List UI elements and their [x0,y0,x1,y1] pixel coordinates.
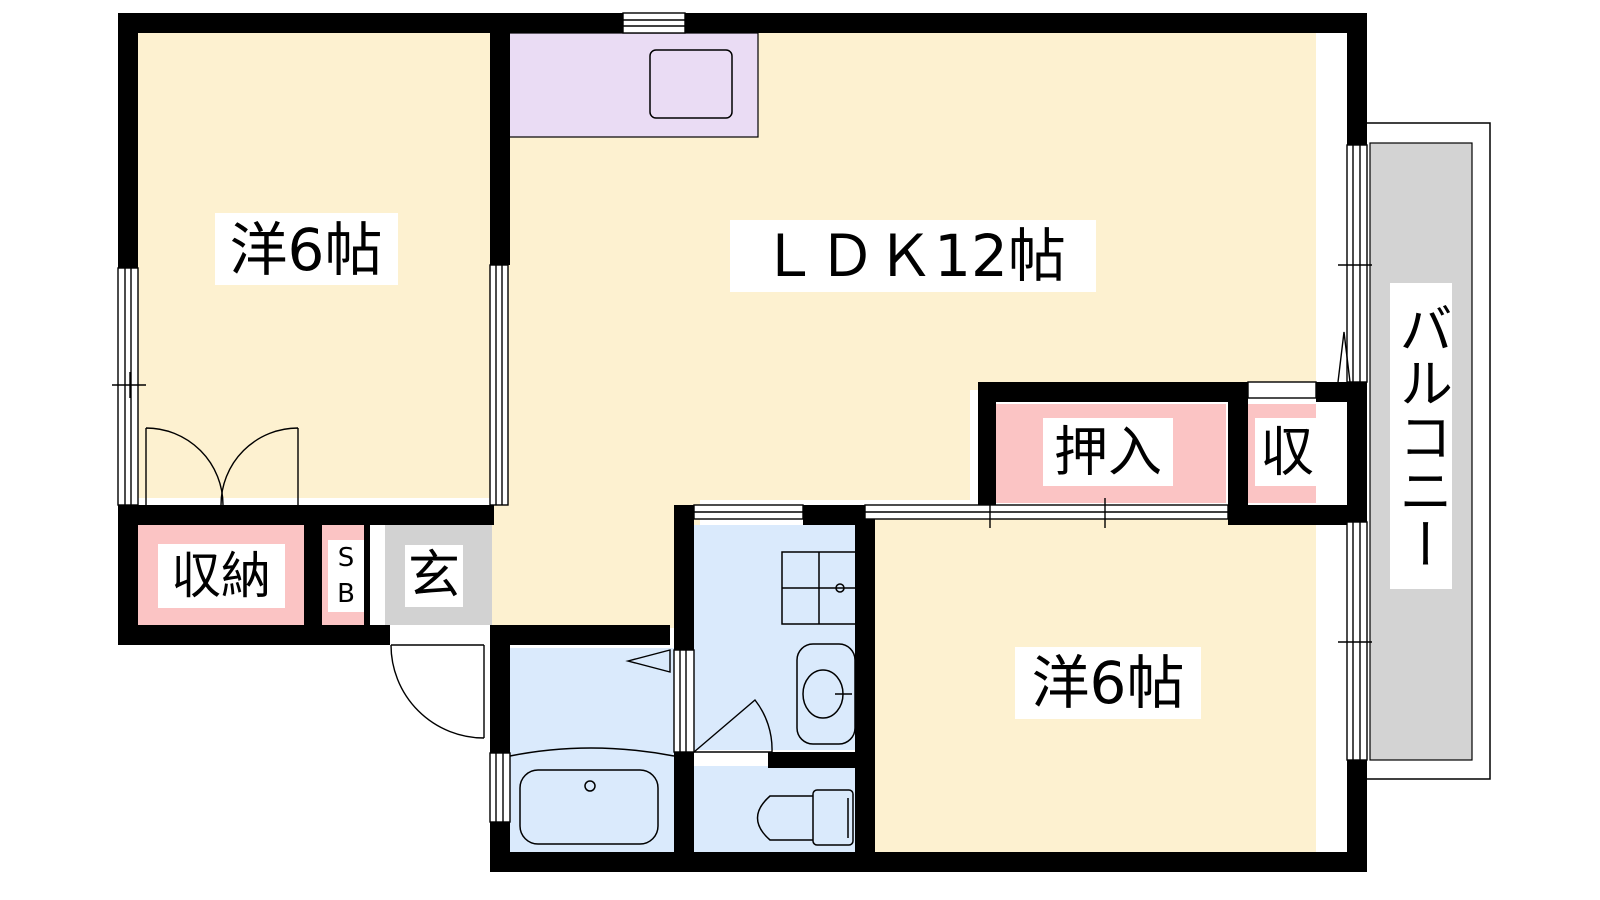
kitchen-counter [507,32,759,138]
ldk-floor [490,33,1316,628]
label-bg-ldk [730,220,1096,292]
toilet-icon [756,789,854,846]
ldk-label: ＬＤＫ12帖 [760,222,1066,290]
label-bg-shuno [158,544,285,608]
label-bg-western-right [1015,647,1201,719]
washbasin-icon [781,551,857,745]
toilet-floor [693,766,855,853]
label-bg-western-left [215,213,398,285]
label-bg-genkan [405,545,463,607]
label-bg-sb [328,540,364,612]
western-room-right-label: 洋6帖 [1032,649,1185,717]
door-swings [145,331,1351,753]
walls [118,13,1367,872]
sink-icon [649,49,733,119]
balcony-label: バルコニー [1390,301,1453,571]
bath-floor [510,648,674,853]
shuno-label: 収納 [171,547,271,605]
label-bg-shu [1255,418,1320,486]
genkan-label: 玄 [408,546,460,606]
washroom-floor [693,525,855,750]
windows [112,12,1372,823]
sliding-doors [489,264,1317,753]
bathtub-icon [509,747,675,845]
shoebox-label-s: S [338,543,355,573]
shoebox-label-b: B [337,579,355,609]
shu-closet-label: 収 [1260,421,1314,484]
label-bg-oshiire [1043,418,1173,486]
label-bg-balcony [1390,283,1452,589]
oshiire-label: 押入 [1054,421,1162,484]
western-room-left-label: 洋6帖 [230,216,383,284]
